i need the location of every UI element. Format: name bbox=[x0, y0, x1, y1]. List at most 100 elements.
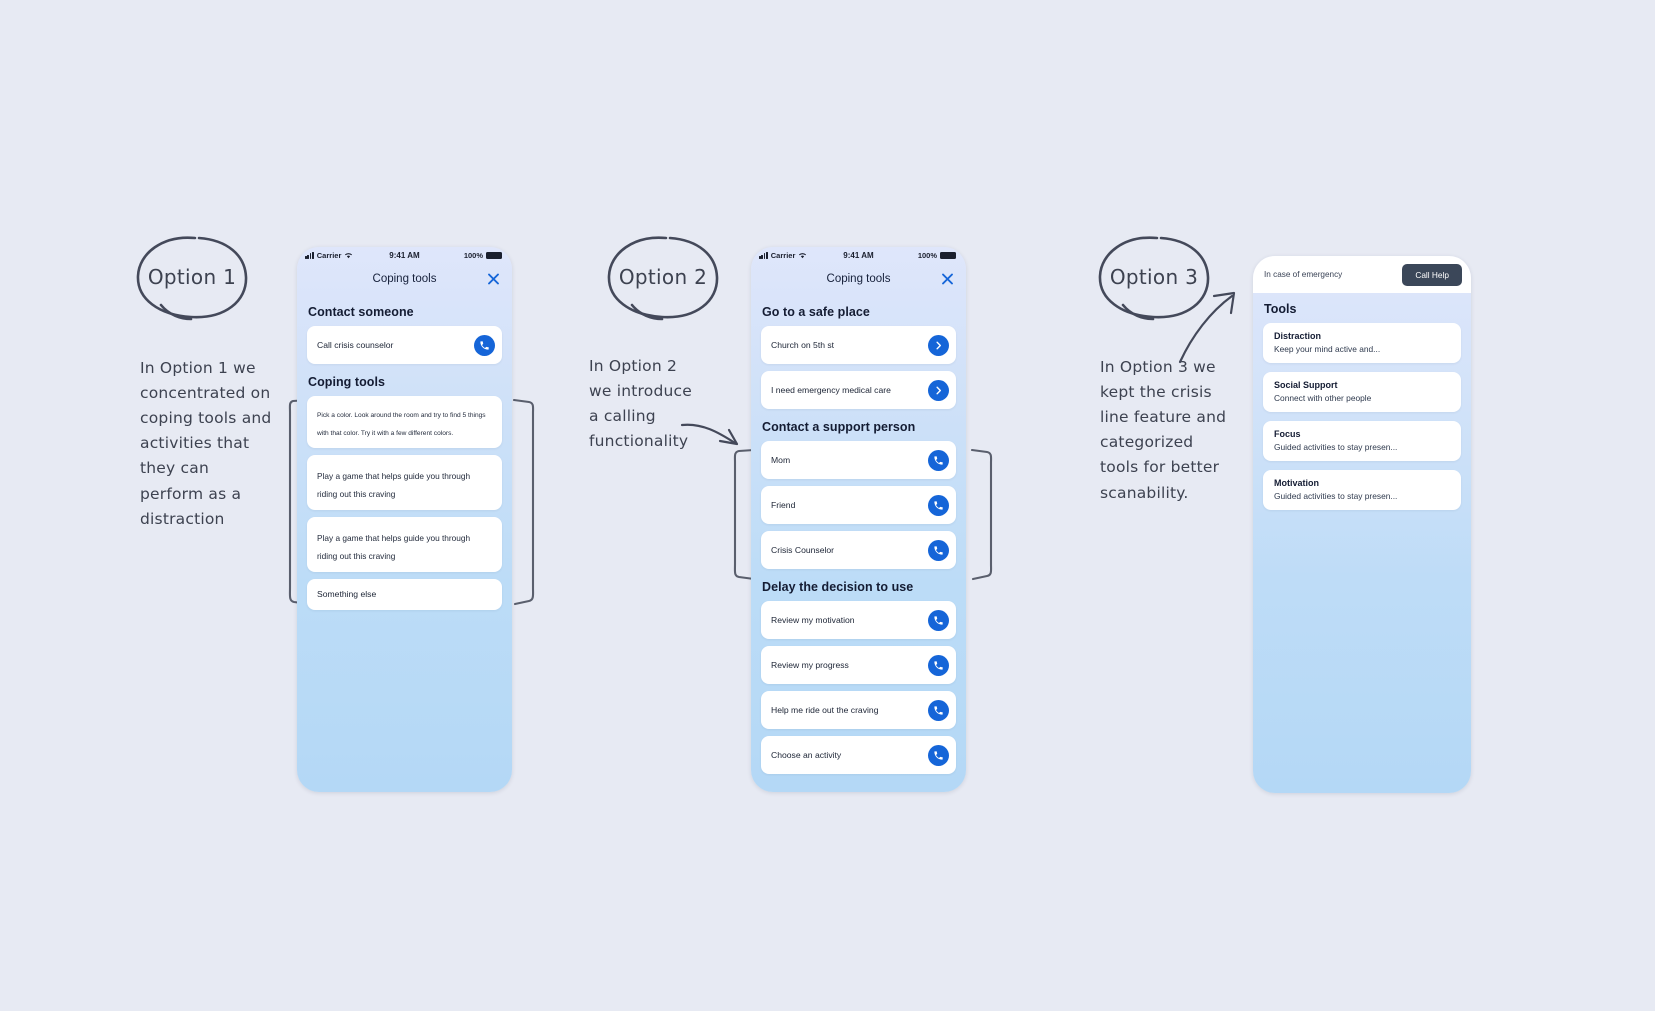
phone-icon[interactable] bbox=[928, 449, 949, 471]
status-right: 100% bbox=[918, 251, 956, 260]
list-item[interactable]: Something else bbox=[307, 579, 502, 610]
option1-screen: Contact someone Call crisis counselor Co… bbox=[297, 293, 512, 610]
option2-bubble-label: Option 2 bbox=[618, 265, 708, 289]
carrier-label: Carrier bbox=[770, 251, 796, 260]
option1-phone: Carrier 9:41 AM 100% Coping tools Conta bbox=[297, 247, 512, 792]
phone-icon[interactable] bbox=[928, 699, 949, 721]
signal-icon bbox=[759, 252, 768, 259]
option3-phone: In case of emergency Call Help Tools Dis… bbox=[1253, 256, 1471, 793]
phone-icon[interactable] bbox=[928, 494, 949, 516]
card-label: I need emergency medical care bbox=[771, 384, 891, 395]
option1-note: In Option 1 we concentrated on coping to… bbox=[140, 359, 272, 528]
section-title-contact-someone: Contact someone bbox=[308, 305, 414, 319]
phone-icon[interactable] bbox=[928, 539, 949, 561]
chevron-right-icon[interactable] bbox=[928, 379, 949, 401]
emergency-label: In case of emergency bbox=[1264, 270, 1343, 279]
list-item[interactable]: Review my motivation bbox=[761, 601, 956, 639]
option2-phone: Carrier 9:41 AM 100% Coping tools bbox=[751, 247, 966, 792]
card-label: Something else bbox=[317, 589, 377, 600]
list-item[interactable]: Help me ride out the craving bbox=[761, 691, 956, 729]
option1-bubble-label: Option 1 bbox=[147, 265, 237, 289]
battery-label: 100% bbox=[917, 251, 937, 260]
list-item[interactable]: Choose an activity bbox=[761, 736, 956, 774]
list-item[interactable]: Review my progress bbox=[761, 646, 956, 684]
phone-icon[interactable] bbox=[928, 609, 949, 631]
battery-icon bbox=[486, 251, 502, 260]
card-label: Play a game that helps guide you through… bbox=[317, 533, 471, 561]
wifi-icon bbox=[799, 253, 807, 259]
option3-note: In Option 3 we kept the crisis line feat… bbox=[1100, 358, 1227, 502]
tool-title: Social Support bbox=[1274, 380, 1338, 390]
card-label: Review my motivation bbox=[771, 614, 855, 625]
wifi-icon bbox=[345, 253, 353, 259]
card-label: Crisis Counselor bbox=[771, 544, 835, 555]
status-right: 100% bbox=[464, 251, 502, 260]
list-item[interactable]: Social Support Connect with other people bbox=[1263, 372, 1461, 412]
tool-title: Distraction bbox=[1274, 331, 1322, 341]
page-title: Coping tools bbox=[826, 272, 891, 285]
card-label: Play a game that helps guide you through… bbox=[317, 471, 471, 499]
list-item[interactable]: I need emergency medical care bbox=[761, 371, 956, 409]
list-item[interactable]: Play a game that helps guide you through… bbox=[307, 455, 502, 510]
card-label: Friend bbox=[771, 499, 796, 510]
list-item[interactable]: Crisis Counselor bbox=[761, 531, 956, 569]
option2-right-bracket bbox=[970, 448, 993, 581]
list-item[interactable]: Motivation Guided activities to stay pre… bbox=[1263, 470, 1461, 510]
option2-navbar: Coping tools bbox=[751, 264, 966, 293]
tool-title: Focus bbox=[1274, 429, 1301, 439]
card-label: Review my progress bbox=[771, 659, 849, 670]
option2-bubble: Option 2 bbox=[604, 233, 722, 321]
tool-subtitle: Keep your mind active and... bbox=[1274, 344, 1381, 354]
option3-bubble-label: Option 3 bbox=[1109, 265, 1199, 289]
phone-icon[interactable] bbox=[928, 744, 949, 766]
section-title-safe-place: Go to a safe place bbox=[762, 305, 870, 319]
battery-label: 100% bbox=[463, 251, 483, 260]
card-label: Call crisis counselor bbox=[317, 339, 394, 350]
section-title-support-person: Contact a support person bbox=[762, 420, 916, 434]
status-bar: Carrier 9:41 AM 100% bbox=[297, 247, 512, 264]
phone-icon[interactable] bbox=[474, 334, 495, 356]
status-bar: Carrier 9:41 AM 100% bbox=[751, 247, 966, 264]
section-title-coping-tools: Coping tools bbox=[308, 375, 385, 389]
tool-subtitle: Guided activities to stay presen... bbox=[1274, 491, 1398, 501]
list-item[interactable]: Mom bbox=[761, 441, 956, 479]
list-item[interactable]: Church on 5th st bbox=[761, 326, 956, 364]
list-item[interactable]: Pick a color. Look around the room and t… bbox=[307, 396, 502, 448]
list-item[interactable]: Play a game that helps guide you through… bbox=[307, 517, 502, 572]
tools-heading: Tools bbox=[1264, 302, 1297, 316]
page-title: Coping tools bbox=[372, 272, 437, 285]
circle-sketch-icon bbox=[1098, 236, 1210, 321]
card-label: Help me ride out the craving bbox=[771, 704, 879, 715]
tool-subtitle: Guided activities to stay presen... bbox=[1274, 442, 1398, 452]
close-icon[interactable] bbox=[487, 272, 500, 285]
list-item[interactable]: Call crisis counselor bbox=[307, 326, 502, 364]
signal-icon bbox=[305, 252, 314, 259]
close-icon[interactable] bbox=[941, 272, 954, 285]
card-label: Church on 5th st bbox=[771, 339, 835, 350]
phone-icon[interactable] bbox=[928, 654, 949, 676]
status-left: Carrier bbox=[305, 251, 353, 260]
circle-sketch-icon bbox=[136, 236, 248, 321]
option1-bubble: Option 1 bbox=[133, 233, 251, 321]
list-item[interactable]: Focus Guided activities to stay presen..… bbox=[1263, 421, 1461, 461]
card-label: Choose an activity bbox=[771, 749, 842, 760]
tool-title: Motivation bbox=[1274, 478, 1319, 488]
option2-note: In Option 2 we introduce a calling funct… bbox=[589, 357, 692, 451]
option2-screen: Go to a safe place Church on 5th st I ne… bbox=[751, 293, 966, 774]
list-item[interactable]: Distraction Keep your mind active and... bbox=[1263, 323, 1461, 363]
chevron-right-icon[interactable] bbox=[928, 334, 949, 356]
emergency-bar: In case of emergency Call Help bbox=[1253, 256, 1471, 293]
option1-navbar: Coping tools bbox=[297, 264, 512, 293]
card-label: Pick a color. Look around the room and t… bbox=[317, 412, 486, 437]
card-label: Mom bbox=[771, 454, 791, 465]
circle-sketch-icon bbox=[607, 236, 719, 321]
option1-right-bracket bbox=[512, 398, 535, 606]
section-title-delay-decision: Delay the decision to use bbox=[762, 580, 914, 594]
battery-icon bbox=[940, 251, 956, 260]
tool-subtitle: Connect with other people bbox=[1274, 393, 1372, 403]
option3-bubble: Option 3 bbox=[1095, 233, 1213, 321]
status-left: Carrier bbox=[759, 251, 807, 260]
call-help-button[interactable]: Call Help bbox=[1402, 263, 1462, 286]
list-item[interactable]: Friend bbox=[761, 486, 956, 524]
